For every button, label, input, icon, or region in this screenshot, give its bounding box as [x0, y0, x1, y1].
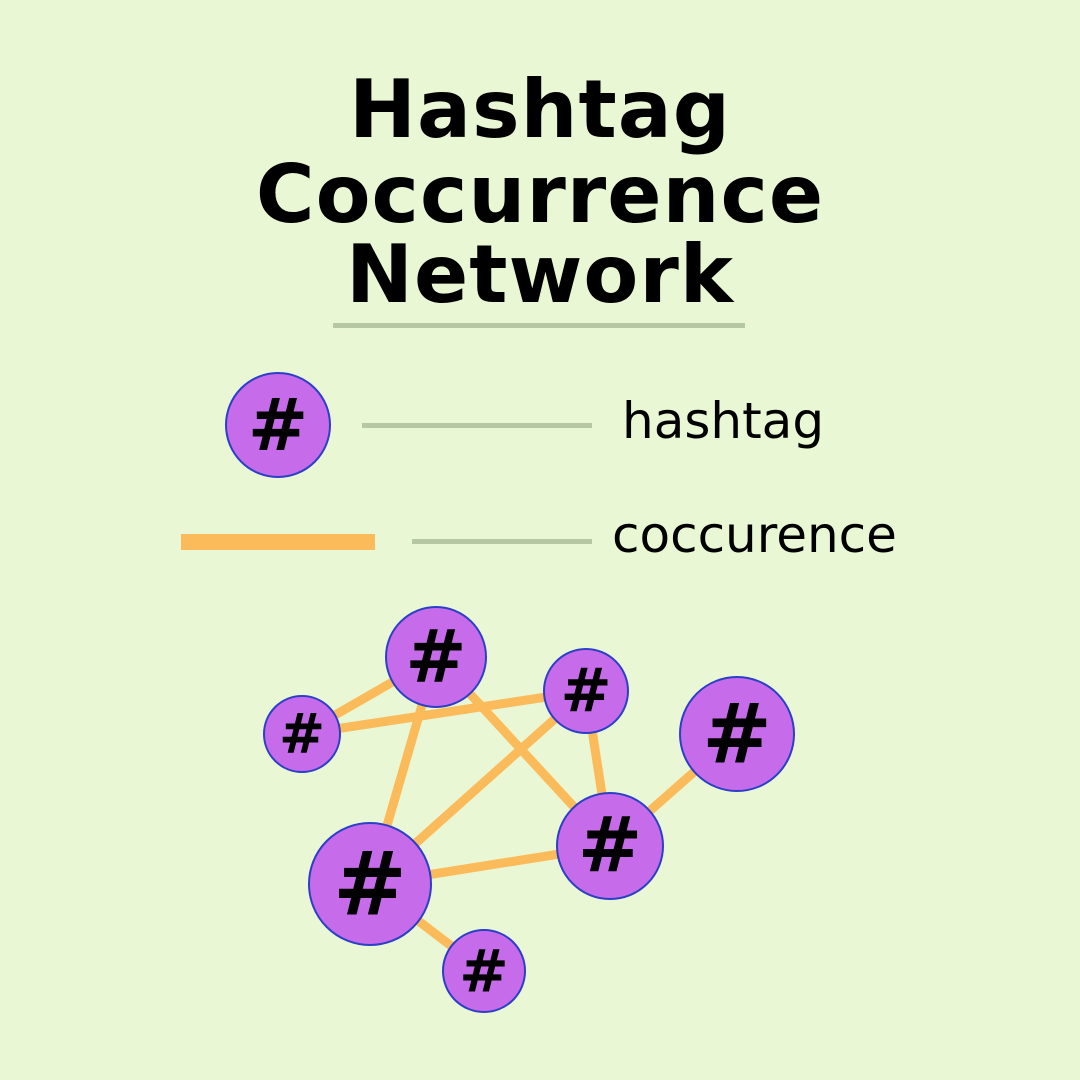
hash-symbol: # [333, 833, 407, 936]
title-underline [333, 323, 745, 328]
hash-symbol: # [405, 615, 466, 700]
node-circle [263, 695, 341, 773]
hashtag-node: # [556, 792, 664, 900]
legend-label-hashtag: hashtag [622, 392, 825, 450]
hashtag-node: # [543, 648, 629, 734]
hashtag-node: # [308, 822, 432, 946]
node-circle [385, 606, 487, 708]
node-circle [556, 792, 664, 900]
legend-label-coccurence: coccurence [612, 506, 897, 564]
hashtag-node-icon: # [225, 372, 331, 478]
hashtag-node: # [385, 606, 487, 708]
title-line-3: Network [346, 228, 734, 321]
hash-symbol: # [459, 937, 508, 1006]
title-line-1: Hashtag [349, 63, 731, 156]
legend-edge-swatch [181, 534, 375, 550]
node-circle [442, 929, 526, 1013]
edge-n2-n3 [301, 686, 587, 739]
legend-connector-coccurence [412, 539, 592, 544]
node-circle [308, 822, 432, 946]
node-circle [543, 648, 629, 734]
node-circle [679, 676, 795, 792]
legend-connector-hashtag [362, 423, 592, 428]
hash-symbol: # [702, 686, 772, 783]
hash-symbol: # [560, 656, 611, 727]
hash-symbol: # [578, 802, 643, 891]
hashtag-node: # [442, 929, 526, 1013]
nodes: # # # # # # # [263, 606, 795, 1013]
hashtag-node: # [679, 676, 795, 792]
hash-symbol: # [248, 383, 308, 467]
hash-symbol: # [279, 702, 325, 766]
title-line-2: Coccurrence [255, 148, 825, 241]
hashtag-node: # [263, 695, 341, 773]
